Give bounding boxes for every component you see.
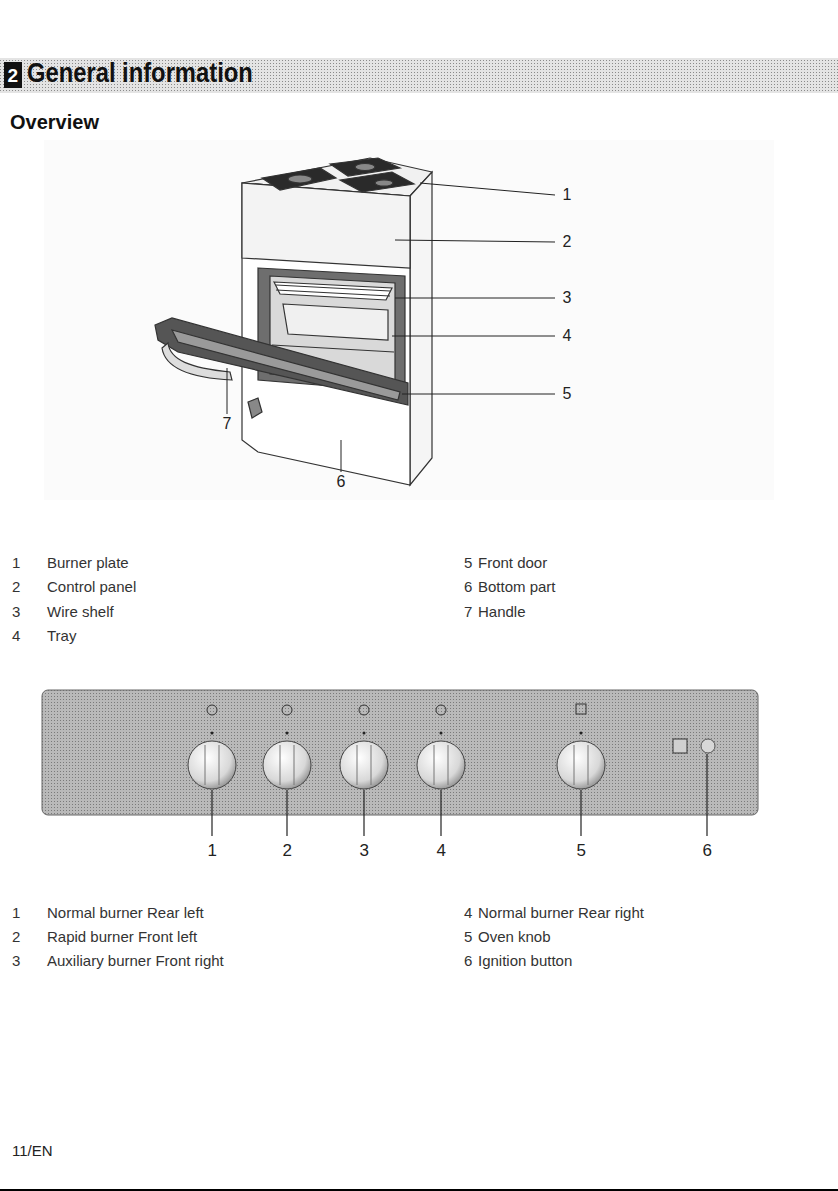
key-number: 4	[464, 905, 472, 920]
key-number: 3	[12, 604, 20, 619]
callout-number: 4	[437, 842, 446, 859]
control-name: Normal burner Rear left	[47, 905, 204, 920]
illustration-frame	[44, 140, 774, 500]
part-name: Tray	[47, 628, 76, 643]
part-name: Burner plate	[47, 555, 129, 570]
control-name: Auxiliary burner Front right	[47, 953, 224, 968]
key-number: 4	[12, 628, 20, 643]
control-name: Oven knob	[478, 929, 551, 944]
key-number: 1	[12, 905, 20, 920]
subheading: Overview	[10, 112, 99, 132]
key-number: 1	[12, 555, 20, 570]
part-name: Front door	[478, 555, 547, 570]
callout-number: 5	[563, 386, 572, 402]
part-name: Bottom part	[478, 579, 556, 594]
callout-number: 2	[283, 842, 292, 859]
chapter-number: 2	[8, 66, 19, 85]
callout-number: 5	[577, 842, 586, 859]
page-rule	[0, 1189, 838, 1191]
callout-number: 1	[208, 842, 217, 859]
section-title: General information	[27, 60, 253, 87]
control-panel-drawing	[42, 690, 758, 836]
callout-number: 7	[223, 416, 232, 432]
control-name: Rapid burner Front left	[47, 929, 197, 944]
key-number: 3	[12, 953, 20, 968]
chapter-badge	[4, 62, 22, 88]
key-number: 6	[464, 953, 472, 968]
key-number: 7	[464, 604, 472, 619]
key-number: 5	[464, 929, 472, 944]
key-number: 5	[464, 555, 472, 570]
callout-number: 3	[360, 842, 369, 859]
callout-number: 4	[563, 328, 572, 344]
control-name: Ignition button	[478, 953, 572, 968]
callout-number: 3	[563, 290, 572, 306]
key-number: 6	[464, 579, 472, 594]
callout-number: 6	[337, 474, 346, 490]
key-number: 2	[12, 579, 20, 594]
cooker-illustration	[155, 158, 555, 485]
page-number: 11/EN	[12, 1143, 53, 1158]
callout-number: 1	[563, 187, 572, 203]
part-name: Handle	[478, 604, 526, 619]
heading-band	[0, 58, 838, 93]
key-number: 2	[12, 929, 20, 944]
callout-number: 2	[563, 234, 572, 250]
part-name: Wire shelf	[47, 604, 114, 619]
part-name: Control panel	[47, 579, 136, 594]
callout-number: 6	[703, 842, 712, 859]
control-name: Normal burner Rear right	[478, 905, 644, 920]
